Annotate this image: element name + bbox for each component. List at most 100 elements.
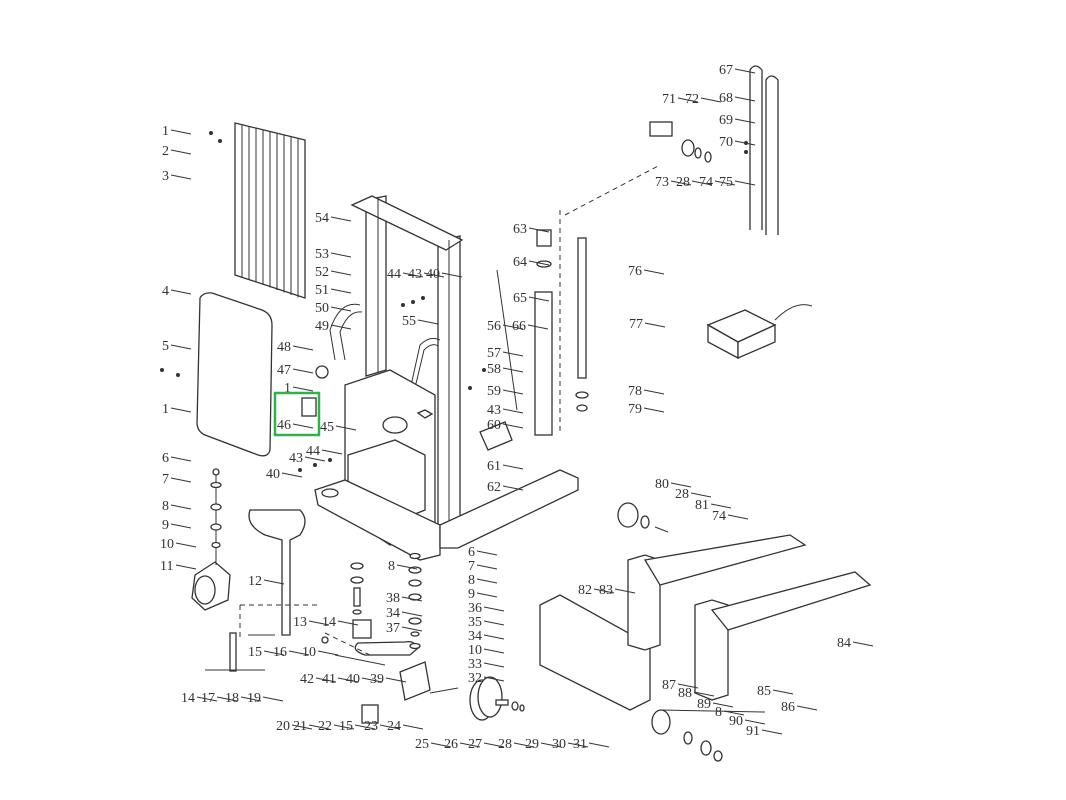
callout-label-42: 42 (300, 672, 314, 687)
cover-panel-part (196, 292, 273, 457)
tiller-handle-part (205, 509, 320, 672)
caster-wheel-part (191, 468, 231, 611)
callout-label-74: 74 (712, 509, 726, 524)
callout-label-1: 1 (162, 124, 169, 139)
outrigger-leg-part (439, 469, 579, 549)
leader-line (417, 319, 439, 325)
fork-part (643, 534, 872, 631)
callout-label-56: 56 (487, 319, 501, 334)
leader-line (734, 96, 756, 102)
leader-line (502, 408, 524, 414)
callout-label-7: 7 (468, 559, 475, 574)
callout-label-47: 47 (277, 363, 291, 378)
callout-label-31: 31 (573, 737, 587, 752)
callout-label-40: 40 (426, 267, 440, 282)
leader-line (727, 514, 749, 520)
callout-label-18: 18 (225, 691, 239, 706)
leader-line (337, 677, 359, 683)
callout-label-59: 59 (487, 384, 501, 399)
leader-line (240, 696, 262, 702)
callout-label-63: 63 (513, 222, 527, 237)
leader-line (528, 227, 550, 233)
callout-label-9: 9 (468, 587, 475, 602)
callout-label-35: 35 (468, 615, 482, 630)
callout-label-27: 27 (468, 737, 482, 752)
callout-label-8: 8 (468, 573, 475, 588)
leader-line (361, 677, 383, 683)
leader-line (643, 407, 665, 413)
leader-line (502, 324, 524, 330)
leader-line (288, 650, 310, 656)
callout-label-83: 83 (599, 583, 613, 598)
callout-label-66: 66 (512, 319, 526, 334)
leader-line (483, 634, 505, 640)
callout-label-72: 72 (685, 92, 699, 107)
leader-line (734, 180, 756, 186)
grille-slats (241, 124, 299, 298)
leader-line (170, 344, 192, 350)
roller-part (617, 502, 669, 533)
lift-cylinder-part (496, 210, 561, 436)
leader-line (483, 742, 505, 748)
leader-line (304, 456, 326, 462)
callout-label-26: 26 (444, 737, 458, 752)
leader-line (502, 485, 524, 491)
part-drawings (160, 65, 872, 762)
leader-line (593, 588, 615, 594)
leader-lines (170, 68, 874, 748)
callout-label-64: 64 (513, 255, 527, 270)
callout-label-8: 8 (388, 559, 395, 574)
callout-label-58: 58 (487, 362, 501, 377)
callout-label-44: 44 (306, 444, 320, 459)
callout-label-67: 67 (719, 63, 733, 78)
leader-line (330, 288, 352, 294)
callout-label-12: 12 (248, 574, 262, 589)
leader-line (734, 140, 756, 146)
base-plate-hole (321, 488, 339, 498)
leader-line (502, 464, 524, 470)
leader-line (292, 423, 314, 429)
load-wheel-part (651, 709, 723, 762)
leader-line (483, 620, 505, 626)
leader-line (513, 742, 535, 748)
callout-label-15: 15 (339, 719, 353, 734)
leader-line (643, 389, 665, 395)
leader-line (216, 696, 238, 702)
callout-label-14: 14 (181, 691, 195, 706)
callout-label-28: 28 (675, 487, 689, 502)
callout-label-84: 84 (837, 636, 851, 651)
leader-line (170, 477, 192, 483)
leader-line (644, 322, 666, 328)
leader-line (723, 710, 745, 716)
small-fastener-dots (160, 131, 486, 472)
leader-line (402, 272, 424, 278)
callout-label-76: 76 (628, 264, 642, 279)
leader-line (712, 702, 734, 708)
callout-label-62: 62 (487, 480, 501, 495)
leader-line (691, 180, 713, 186)
leader-line (330, 306, 352, 312)
callout-label-79: 79 (628, 402, 642, 417)
leader-line (315, 677, 337, 683)
leader-line (441, 272, 463, 278)
callout-label-16: 16 (273, 645, 287, 660)
callout-label-71: 71 (662, 92, 676, 107)
leader-line (690, 492, 712, 498)
callout-label-33: 33 (468, 657, 482, 672)
callout-label-44: 44 (387, 267, 401, 282)
leader-line (852, 641, 874, 647)
leader-line (396, 564, 418, 570)
leader-line (354, 724, 376, 730)
callout-label-61: 61 (487, 459, 501, 474)
piston-rod-part (564, 164, 661, 412)
base-plate-part (314, 479, 441, 561)
leader-line (402, 724, 424, 730)
leader-line (528, 260, 550, 266)
callout-label-25: 25 (415, 737, 429, 752)
callout-label-28: 28 (676, 175, 690, 190)
callout-label-2: 2 (162, 144, 169, 159)
callout-label-17: 17 (201, 691, 215, 706)
leader-line (677, 97, 699, 103)
leader-line (333, 724, 355, 730)
leader-line (483, 606, 505, 612)
